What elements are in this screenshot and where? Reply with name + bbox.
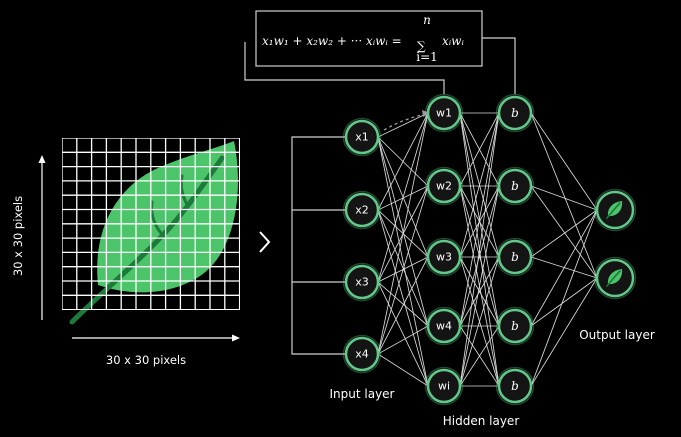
connection-line: [377, 112, 429, 138]
bias-node-1: b: [495, 93, 535, 133]
weight-node-w2: w2: [424, 166, 464, 206]
input-node-x1: x1: [342, 117, 382, 157]
bias-node-label: b: [511, 250, 519, 264]
output-node-1: [593, 188, 637, 232]
connection-line: [530, 185, 598, 211]
formula-connectors: [244, 37, 516, 94]
input-node-label: x2: [355, 204, 369, 217]
bias-node-5: b: [495, 366, 535, 406]
connection-line: [377, 185, 429, 355]
input-node-label: x4: [355, 348, 369, 361]
signal-arrow: [383, 110, 430, 131]
chevron-right-icon: [259, 231, 271, 253]
weight-node-wi: wi: [424, 366, 464, 406]
bias-node-3: b: [495, 237, 535, 277]
network-edges: [377, 112, 598, 387]
connection-line: [459, 325, 500, 387]
weight-node-label: w2: [436, 180, 452, 193]
connection-line: [377, 353, 429, 387]
weight-node-label: wi: [438, 380, 450, 393]
input-bracket: [291, 136, 345, 355]
connection-line: [530, 209, 598, 387]
connection-line: [459, 185, 500, 387]
leaf-icon: [69, 141, 238, 325]
formula-to-w1-connector: [244, 42, 445, 94]
network-nodes: x1 x2 x3 x4 w1 w2 w3 w4 wi b b b b b: [342, 93, 637, 406]
input-node-x2: x2: [342, 190, 382, 230]
bias-node-4: b: [495, 306, 535, 346]
height-dimension: 30 x 30 pixels: [11, 155, 46, 320]
connection-line: [377, 209, 429, 387]
formula-upper-limit: n: [423, 13, 431, 27]
formula-rhs: xᵢwᵢ: [442, 34, 464, 48]
bias-node-label: b: [511, 379, 519, 393]
connection-line: [377, 325, 429, 355]
connection-line: [377, 209, 429, 327]
connection-line: [530, 209, 598, 327]
weight-node-label: w1: [436, 107, 452, 120]
connection-line: [530, 185, 598, 279]
connection-line: [459, 112, 500, 187]
connection-line: [530, 209, 598, 258]
weight-node-label: w3: [436, 251, 452, 264]
connection-line: [530, 277, 598, 327]
weight-node-w3: w3: [424, 237, 464, 277]
connection-line: [377, 256, 429, 355]
bias-node-2: b: [495, 166, 535, 206]
height-label: 30 x 30 pixels: [11, 196, 25, 276]
formula-lower-limit: i=1: [416, 50, 438, 64]
weight-node-w1: w1: [424, 93, 464, 133]
input-layer-label: Input layer: [330, 387, 395, 401]
leaf-image: [62, 138, 240, 325]
input-node-x4: x4: [342, 334, 382, 374]
formula-to-b-connector: [482, 37, 516, 94]
width-label: 30 x 30 pixels: [106, 353, 186, 367]
weight-node-w4: w4: [424, 306, 464, 346]
connection-line: [459, 112, 500, 387]
input-node-label: x3: [355, 276, 369, 289]
bias-node-label: b: [511, 106, 519, 120]
leaf-icon: [606, 269, 623, 287]
output-layer-label: Output layer: [579, 328, 655, 342]
connection-line: [377, 112, 429, 355]
connection-line: [530, 112, 598, 211]
connection-line: [459, 185, 500, 327]
connection-line: [459, 256, 500, 327]
connection-line: [377, 112, 429, 211]
formula-box: x₁w₁ + x₂w₂ + ··· xᵢwᵢ = ∑ n i=1 xᵢwᵢ: [255, 10, 483, 67]
pixel-grid: [62, 138, 240, 310]
connection-line: [377, 281, 429, 387]
connection-line: [377, 112, 429, 283]
connection-line: [459, 256, 500, 387]
weight-node-label: w4: [436, 320, 452, 333]
connection-line: [459, 112, 500, 258]
connection-line: [530, 112, 598, 279]
formula-lhs: x₁w₁ + x₂w₂ + ··· xᵢwᵢ =: [262, 34, 402, 48]
output-node-2: [593, 256, 637, 300]
input-node-label: x1: [355, 131, 369, 144]
formula-sigma: ∑: [417, 39, 426, 53]
leaf-icon: [606, 201, 623, 219]
input-node-x3: x3: [342, 262, 382, 302]
bias-node-label: b: [511, 319, 519, 333]
hidden-layer-label: Hidden layer: [443, 414, 520, 428]
bias-node-label: b: [511, 179, 519, 193]
connection-line: [377, 281, 429, 327]
connection-line: [459, 112, 500, 327]
width-dimension: 30 x 30 pixels: [72, 334, 240, 367]
connection-line: [377, 136, 429, 387]
connection-line: [530, 277, 598, 387]
